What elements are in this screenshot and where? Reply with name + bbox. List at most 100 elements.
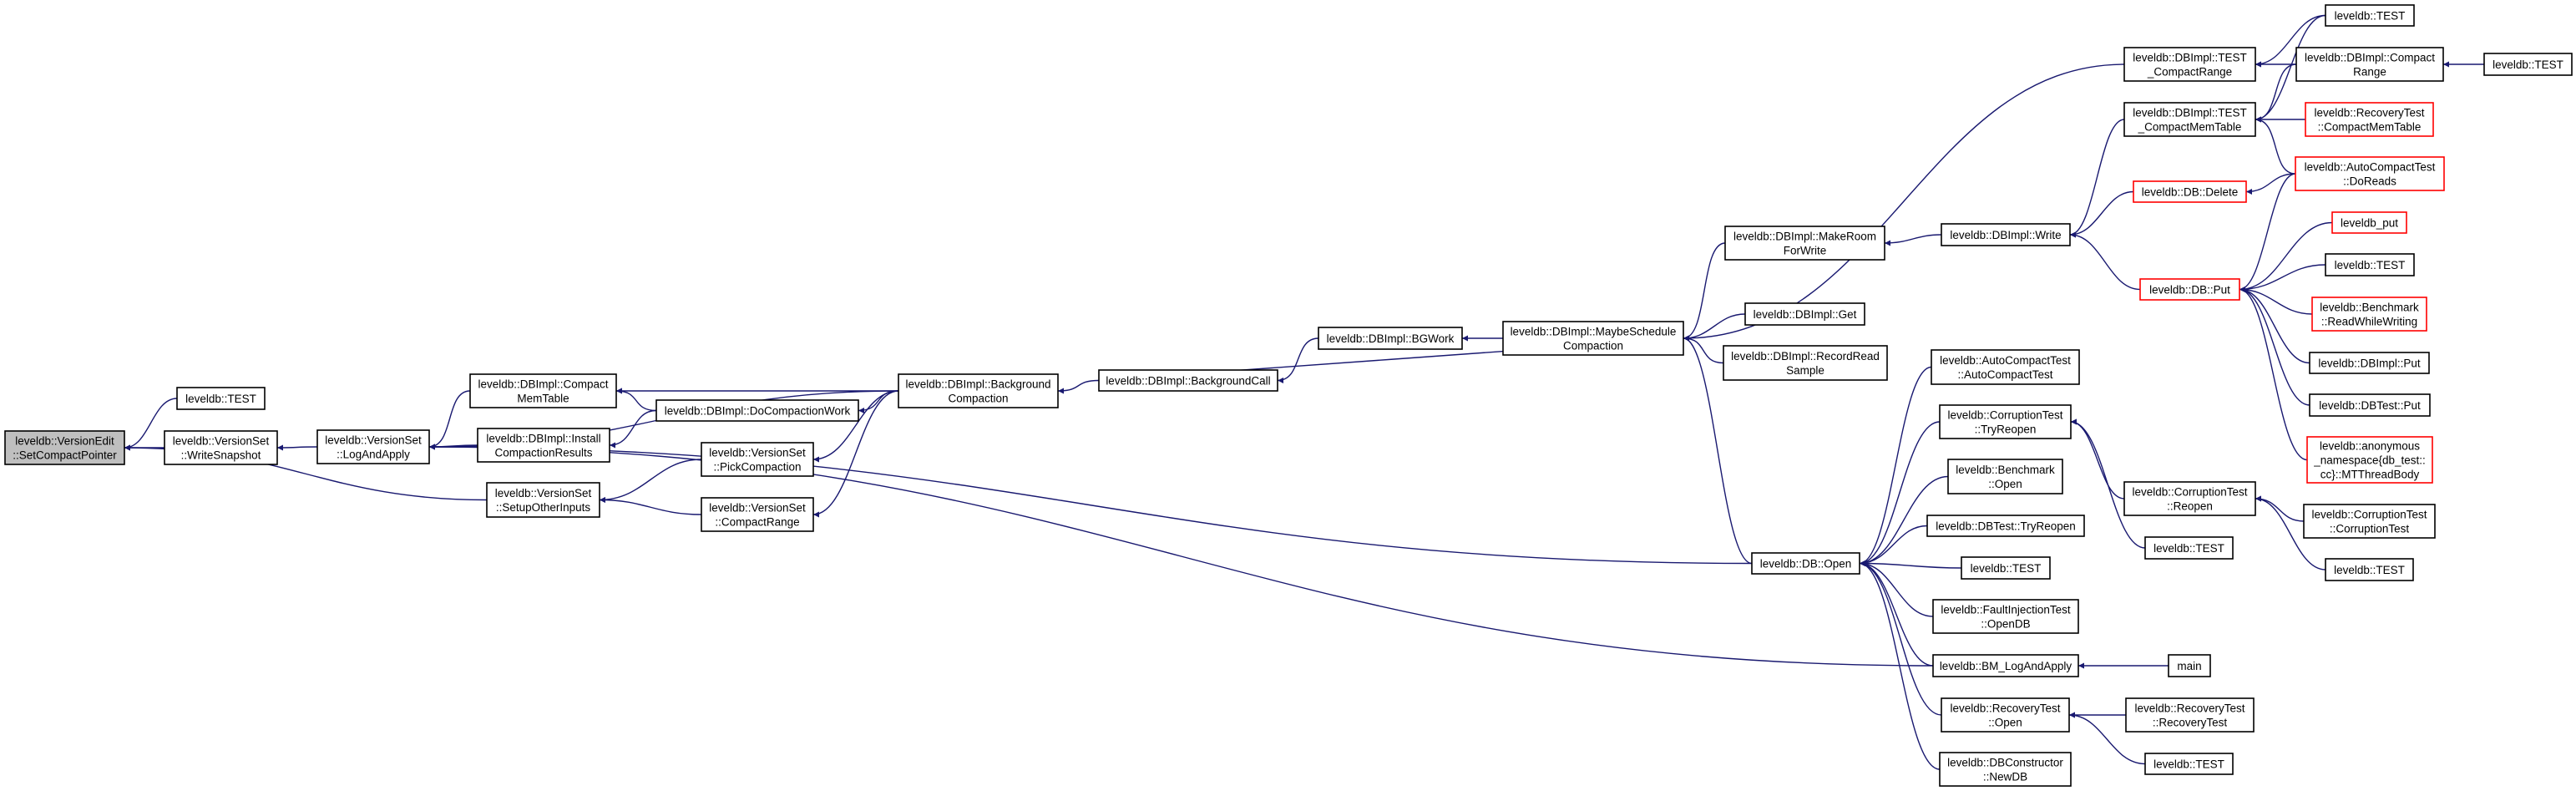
graph-node-leveldb-dbtest-tryreopen[interactable]: leveldb::DBTest::TryReopen (1926, 515, 2085, 537)
node-box (2309, 352, 2430, 374)
graph-node-leveldb-dbtest-put[interactable]: leveldb::DBTest::Put (2309, 393, 2431, 417)
call-edge-dtput-to-put (2239, 286, 2310, 406)
node-label: leveldb::DBImpl::Get (1754, 308, 1857, 321)
node-box (2483, 53, 2573, 76)
graph-node-leveldb-dbimpl-write[interactable]: leveldb::DBImpl::Write (1941, 223, 2071, 246)
node-label: leveldb::AutoCompactTest (1940, 354, 2071, 367)
graph-node-leveldb-versionset-pickcompaction[interactable]: leveldb::VersionSet::PickCompaction (701, 442, 814, 477)
graph-node-leveldb-versionedit-setcompactpointer[interactable]: leveldb::VersionEdit::SetCompactPointer (4, 430, 125, 465)
graph-node-leveldb-versionset-writesnapshot[interactable]: leveldb::VersionSet::WriteSnapshot (164, 430, 278, 465)
node-label: leveldb::DB::Delete (2142, 186, 2239, 199)
node-label: leveldb::DBImpl::Put (2318, 357, 2421, 370)
node-layer: leveldb::VersionEdit::SetCompactPointerl… (4, 4, 2573, 787)
graph-node-leveldb-autocompacttest-autocompacttest[interactable]: leveldb::AutoCompactTest::AutoCompactTes… (1931, 349, 2080, 385)
node-label: Compaction (948, 393, 1008, 405)
graph-node-leveldb-faultinjectiontest-opendb[interactable]: leveldb::FaultInjectionTest::OpenDB (1932, 599, 2079, 634)
node-box (2295, 47, 2444, 82)
graph-node-leveldb-dbimpl-test-compactrange[interactable]: leveldb::DBImpl::TEST_CompactRange (2123, 47, 2256, 82)
call-edge-lput-to-put (2239, 221, 2333, 292)
node-label: leveldb::DBImpl::Write (1950, 229, 2061, 241)
node-box (1932, 654, 2079, 677)
node-label: leveldb::VersionSet (709, 447, 806, 459)
graph-node-leveldb-dbimpl-docompactionwork[interactable]: leveldb::DBImpl::DoCompactionWork (655, 399, 859, 422)
node-box (2325, 558, 2414, 581)
graph-node-leveldb-dbconstructor-newdb[interactable]: leveldb::DBConstructor::NewDB (1939, 752, 2072, 787)
graph-node-leveldb-dbimpl-compactrange[interactable]: leveldb::DBImpl::CompactRange (2295, 47, 2444, 82)
graph-node-leveldb-recoverytest-open[interactable]: leveldb::RecoveryTest::Open (1941, 697, 2070, 733)
node-box (1318, 327, 1463, 350)
graph-node-leveldb-put[interactable]: leveldb_put (2331, 211, 2407, 234)
graph-node-leveldb-dbimpl-backgroundcall[interactable]: leveldb::DBImpl::BackgroundCall (1098, 369, 1278, 392)
graph-node-leveldb-bm-logandapply[interactable]: leveldb::BM_LogAndApply (1932, 654, 2079, 677)
graph-node-leveldb-corruptiontest-reopen[interactable]: leveldb::CorruptionTest::Reopen (2123, 481, 2256, 516)
graph-node-leveldb-versionset-setupotherinputs[interactable]: leveldb::VersionSet::SetupOtherInputs (486, 482, 600, 518)
graph-node-leveldb-test[interactable]: leveldb::TEST (176, 387, 266, 410)
graph-node-leveldb-db-delete[interactable]: leveldb::DB::Delete (2133, 180, 2247, 203)
graph-node-leveldb-test[interactable]: leveldb::TEST (2325, 253, 2415, 276)
node-box (2325, 253, 2415, 276)
node-box (1502, 321, 1684, 356)
graph-node-leveldb-autocompacttest-doreads[interactable]: leveldb::AutoCompactTest::DoReads (2295, 156, 2445, 191)
node-label: CompactionResults (494, 447, 592, 459)
node-label: leveldb::RecoveryTest (2314, 107, 2424, 119)
call-edge-fi-to-open (1859, 560, 1934, 617)
graph-node-leveldb-test[interactable]: leveldb::TEST (2144, 753, 2234, 775)
graph-node-leveldb-benchmark-open[interactable]: leveldb::Benchmark::Open (1947, 459, 2063, 494)
graph-node-leveldb-db-put[interactable]: leveldb::DB::Put (2139, 278, 2240, 301)
node-label: leveldb::FaultInjectionTest (1941, 604, 2071, 616)
graph-node-leveldb-dbimpl-compactmemtable[interactable]: leveldb::DBImpl::CompactMemTable (469, 373, 617, 408)
node-label: ::SetupOtherInputs (496, 501, 591, 514)
call-edge-cre-to-ctr (2070, 418, 2125, 499)
node-box (2306, 436, 2433, 484)
node-label: ::DoReads (2343, 175, 2396, 188)
graph-node-leveldb-recoverytest-compactmemtable[interactable]: leveldb::RecoveryTest::CompactMemTable (2305, 102, 2434, 137)
call-edge-bm-to-la (428, 444, 1934, 667)
call-edge-tcr-to-msc (1683, 63, 2125, 342)
call-edge-t6-to-ro (2068, 712, 2146, 765)
node-box (1941, 697, 2070, 733)
node-label: leveldb::DBImpl::Install (486, 433, 600, 445)
graph-node-leveldb-dbimpl-installcompactionresults[interactable]: leveldb::DBImpl::InstallCompactionResult… (477, 428, 610, 463)
graph-node-leveldb-dbimpl-bgwork[interactable]: leveldb::DBImpl::BGWork (1318, 327, 1463, 350)
node-label: ::CorruptionTest (2330, 523, 2410, 535)
graph-node-leveldb-db-open[interactable]: leveldb::DB::Open (1751, 552, 1860, 575)
node-label: ::CompactMemTable (2318, 121, 2422, 134)
node-box (2133, 180, 2247, 203)
graph-node-leveldb-corruptiontest-corruptiontest[interactable]: leveldb::CorruptionTest::CorruptionTest (2303, 504, 2436, 539)
graph-node-leveldb-dbimpl-test-compactmemtable[interactable]: leveldb::DBImpl::TEST_CompactMemTable (2123, 102, 2256, 137)
call-edge-cct-to-cre (2255, 495, 2305, 522)
node-box (176, 387, 266, 410)
node-box (1744, 302, 1865, 326)
node-label: leveldb::DBConstructor (1947, 757, 2063, 769)
node-box (898, 373, 1059, 408)
node-box (4, 430, 125, 465)
graph-node-leveldb-versionset-compactrange[interactable]: leveldb::VersionSet::CompactRange (701, 497, 814, 532)
call-edge-vcr-to-soi (599, 497, 702, 515)
graph-node-leveldb-benchmark-readwhilewriting[interactable]: leveldb::Benchmark::ReadWhileWriting (2311, 297, 2427, 332)
node-label: leveldb::CorruptionTest (1947, 409, 2062, 422)
graph-node-leveldb-test[interactable]: leveldb::TEST (1961, 556, 2051, 580)
node-box (2144, 753, 2234, 775)
graph-node-leveldb-dbimpl-get[interactable]: leveldb::DBImpl::Get (1744, 302, 1865, 326)
graph-node-leveldb-dbimpl-put[interactable]: leveldb::DBImpl::Put (2309, 352, 2430, 374)
graph-node-leveldb-corruptiontest-tryreopen[interactable]: leveldb::CorruptionTest::TryReopen (1939, 404, 2072, 439)
graph-node-leveldb-test[interactable]: leveldb::TEST (2144, 536, 2234, 560)
node-label: leveldb::RecoveryTest (1950, 702, 2060, 715)
node-box (486, 482, 600, 518)
node-label: leveldb::anonymous (2320, 440, 2420, 453)
node-label: _namespace{db_test:: (2313, 454, 2426, 467)
graph-node-leveldb-test[interactable]: leveldb::TEST (2483, 53, 2573, 76)
graph-node-leveldb-anonymous-namespace-db-test-cc-mtthreadbody[interactable]: leveldb::anonymous_namespace{db_test::cc… (2306, 436, 2433, 484)
graph-node-leveldb-recoverytest-recoverytest[interactable]: leveldb::RecoveryTest::RecoveryTest (2125, 697, 2255, 733)
node-label: ::SetCompactPointer (13, 449, 117, 462)
graph-node-leveldb-test[interactable]: leveldb::TEST (2325, 4, 2415, 27)
graph-node-main[interactable]: main (2168, 654, 2211, 677)
call-edge-del-to-write (2069, 190, 2134, 238)
graph-node-leveldb-test[interactable]: leveldb::TEST (2325, 558, 2414, 581)
graph-node-leveldb-versionset-logandapply[interactable]: leveldb::VersionSet::LogAndApply (316, 429, 430, 464)
node-label: Compaction (1563, 340, 1623, 352)
